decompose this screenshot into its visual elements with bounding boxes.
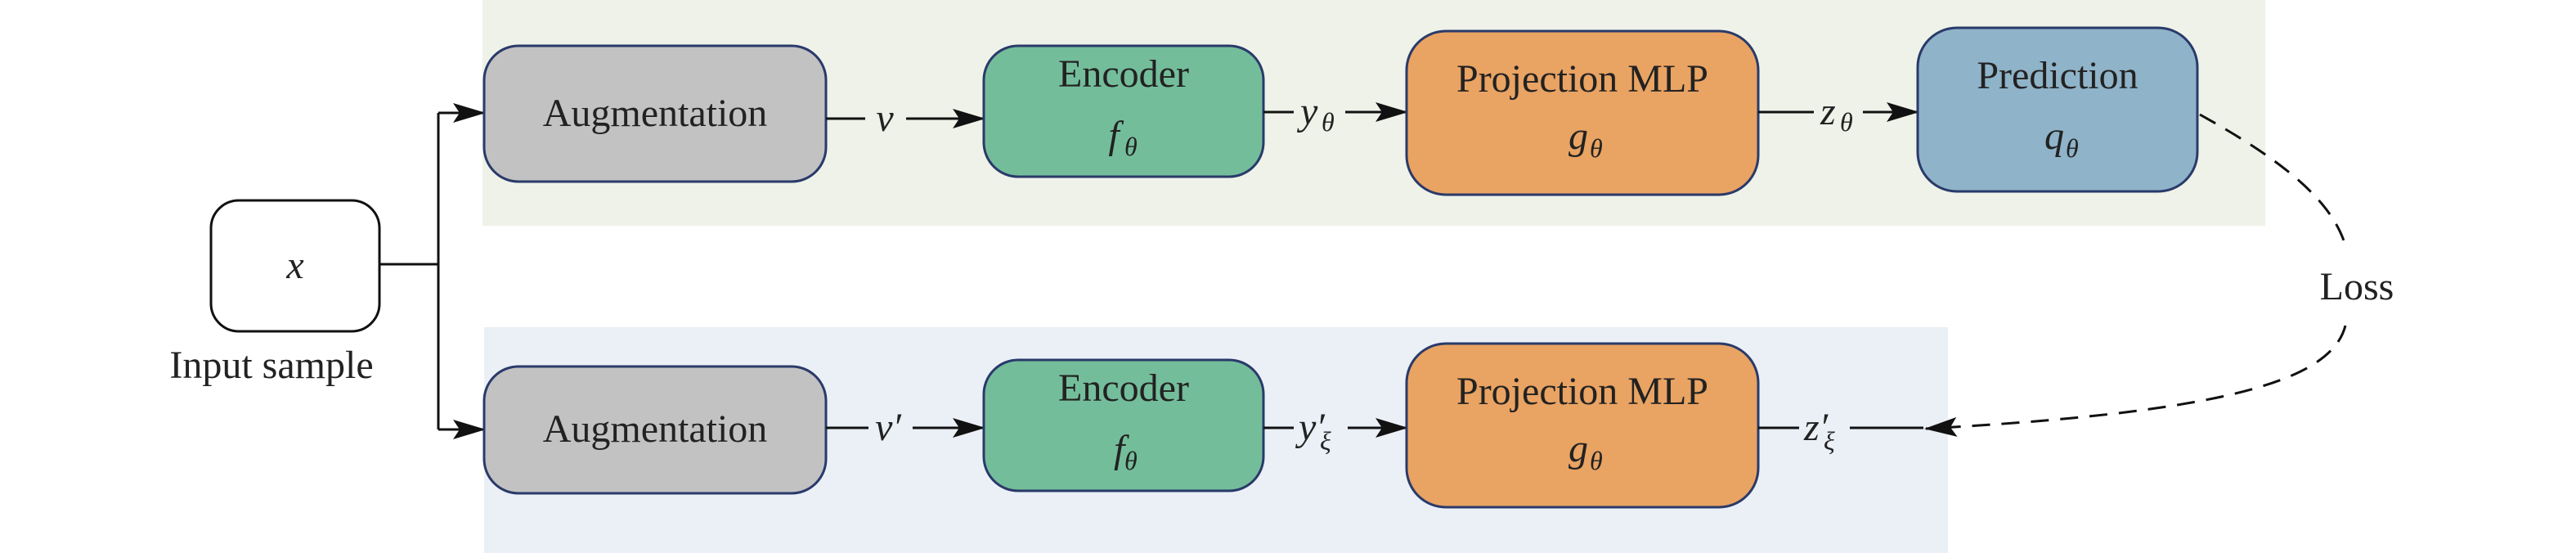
target-projection-fn-sub: θ <box>1590 446 1603 475</box>
target-projection-title: Projection MLP <box>1456 370 1708 413</box>
online-encoder-node: Encoder f θ <box>982 44 1265 178</box>
svg-text:z′: z′ <box>1803 406 1829 449</box>
online-projection-fn: g <box>1568 115 1588 158</box>
svg-text:θ: θ <box>1840 107 1853 137</box>
online-prediction-fn-sub: θ <box>2066 133 2079 163</box>
target-proj-out-label: z′ ξ <box>1803 406 1835 456</box>
online-augmentation-node: Augmentation <box>482 44 828 183</box>
online-prediction-node: Prediction q θ <box>1916 26 2199 193</box>
svg-text:y: y <box>1296 90 1318 133</box>
svg-text:ξ: ξ <box>1320 426 1331 456</box>
online-projection-node: Projection MLP g θ <box>1405 29 1760 196</box>
svg-text:y′: y′ <box>1295 406 1326 449</box>
online-augmentation-label: Augmentation <box>543 92 768 135</box>
svg-text:θ: θ <box>1322 107 1335 137</box>
target-view-label: v′ <box>875 406 902 449</box>
loss-label: Loss <box>2320 265 2394 308</box>
target-projection-node: Projection MLP g θ <box>1405 342 1760 509</box>
input-symbol: x <box>285 244 303 287</box>
input-sample-node: x <box>209 199 381 333</box>
svg-text:ξ: ξ <box>1824 426 1835 456</box>
online-encoder-fn-sub: θ <box>1124 132 1138 161</box>
online-repr-label: y θ <box>1296 90 1335 137</box>
target-augmentation-node: Augmentation <box>482 365 828 495</box>
online-projection-title: Projection MLP <box>1456 57 1708 101</box>
online-encoder-title: Encoder <box>1058 52 1189 96</box>
target-encoder-fn-sub: θ <box>1124 446 1138 475</box>
online-view-label: v <box>876 97 894 140</box>
target-augmentation-label: Augmentation <box>543 407 768 451</box>
online-proj-out-label: z θ <box>1820 90 1853 137</box>
split-connector <box>379 103 486 439</box>
input-sample-caption: Input sample <box>169 344 373 387</box>
online-prediction-fn: q <box>2044 115 2064 158</box>
online-projection-fn-sub: θ <box>1590 133 1603 163</box>
target-encoder-title: Encoder <box>1058 366 1189 410</box>
target-repr-label: y′ ξ <box>1295 406 1331 456</box>
target-projection-fn: g <box>1568 427 1588 470</box>
svg-text:z: z <box>1820 90 1836 133</box>
online-prediction-title: Prediction <box>1977 54 2138 97</box>
target-encoder-node: Encoder f θ <box>982 358 1265 492</box>
loss-dashed-path-lower <box>1924 325 2347 437</box>
loss-dashed-path-upper <box>2199 113 2347 246</box>
